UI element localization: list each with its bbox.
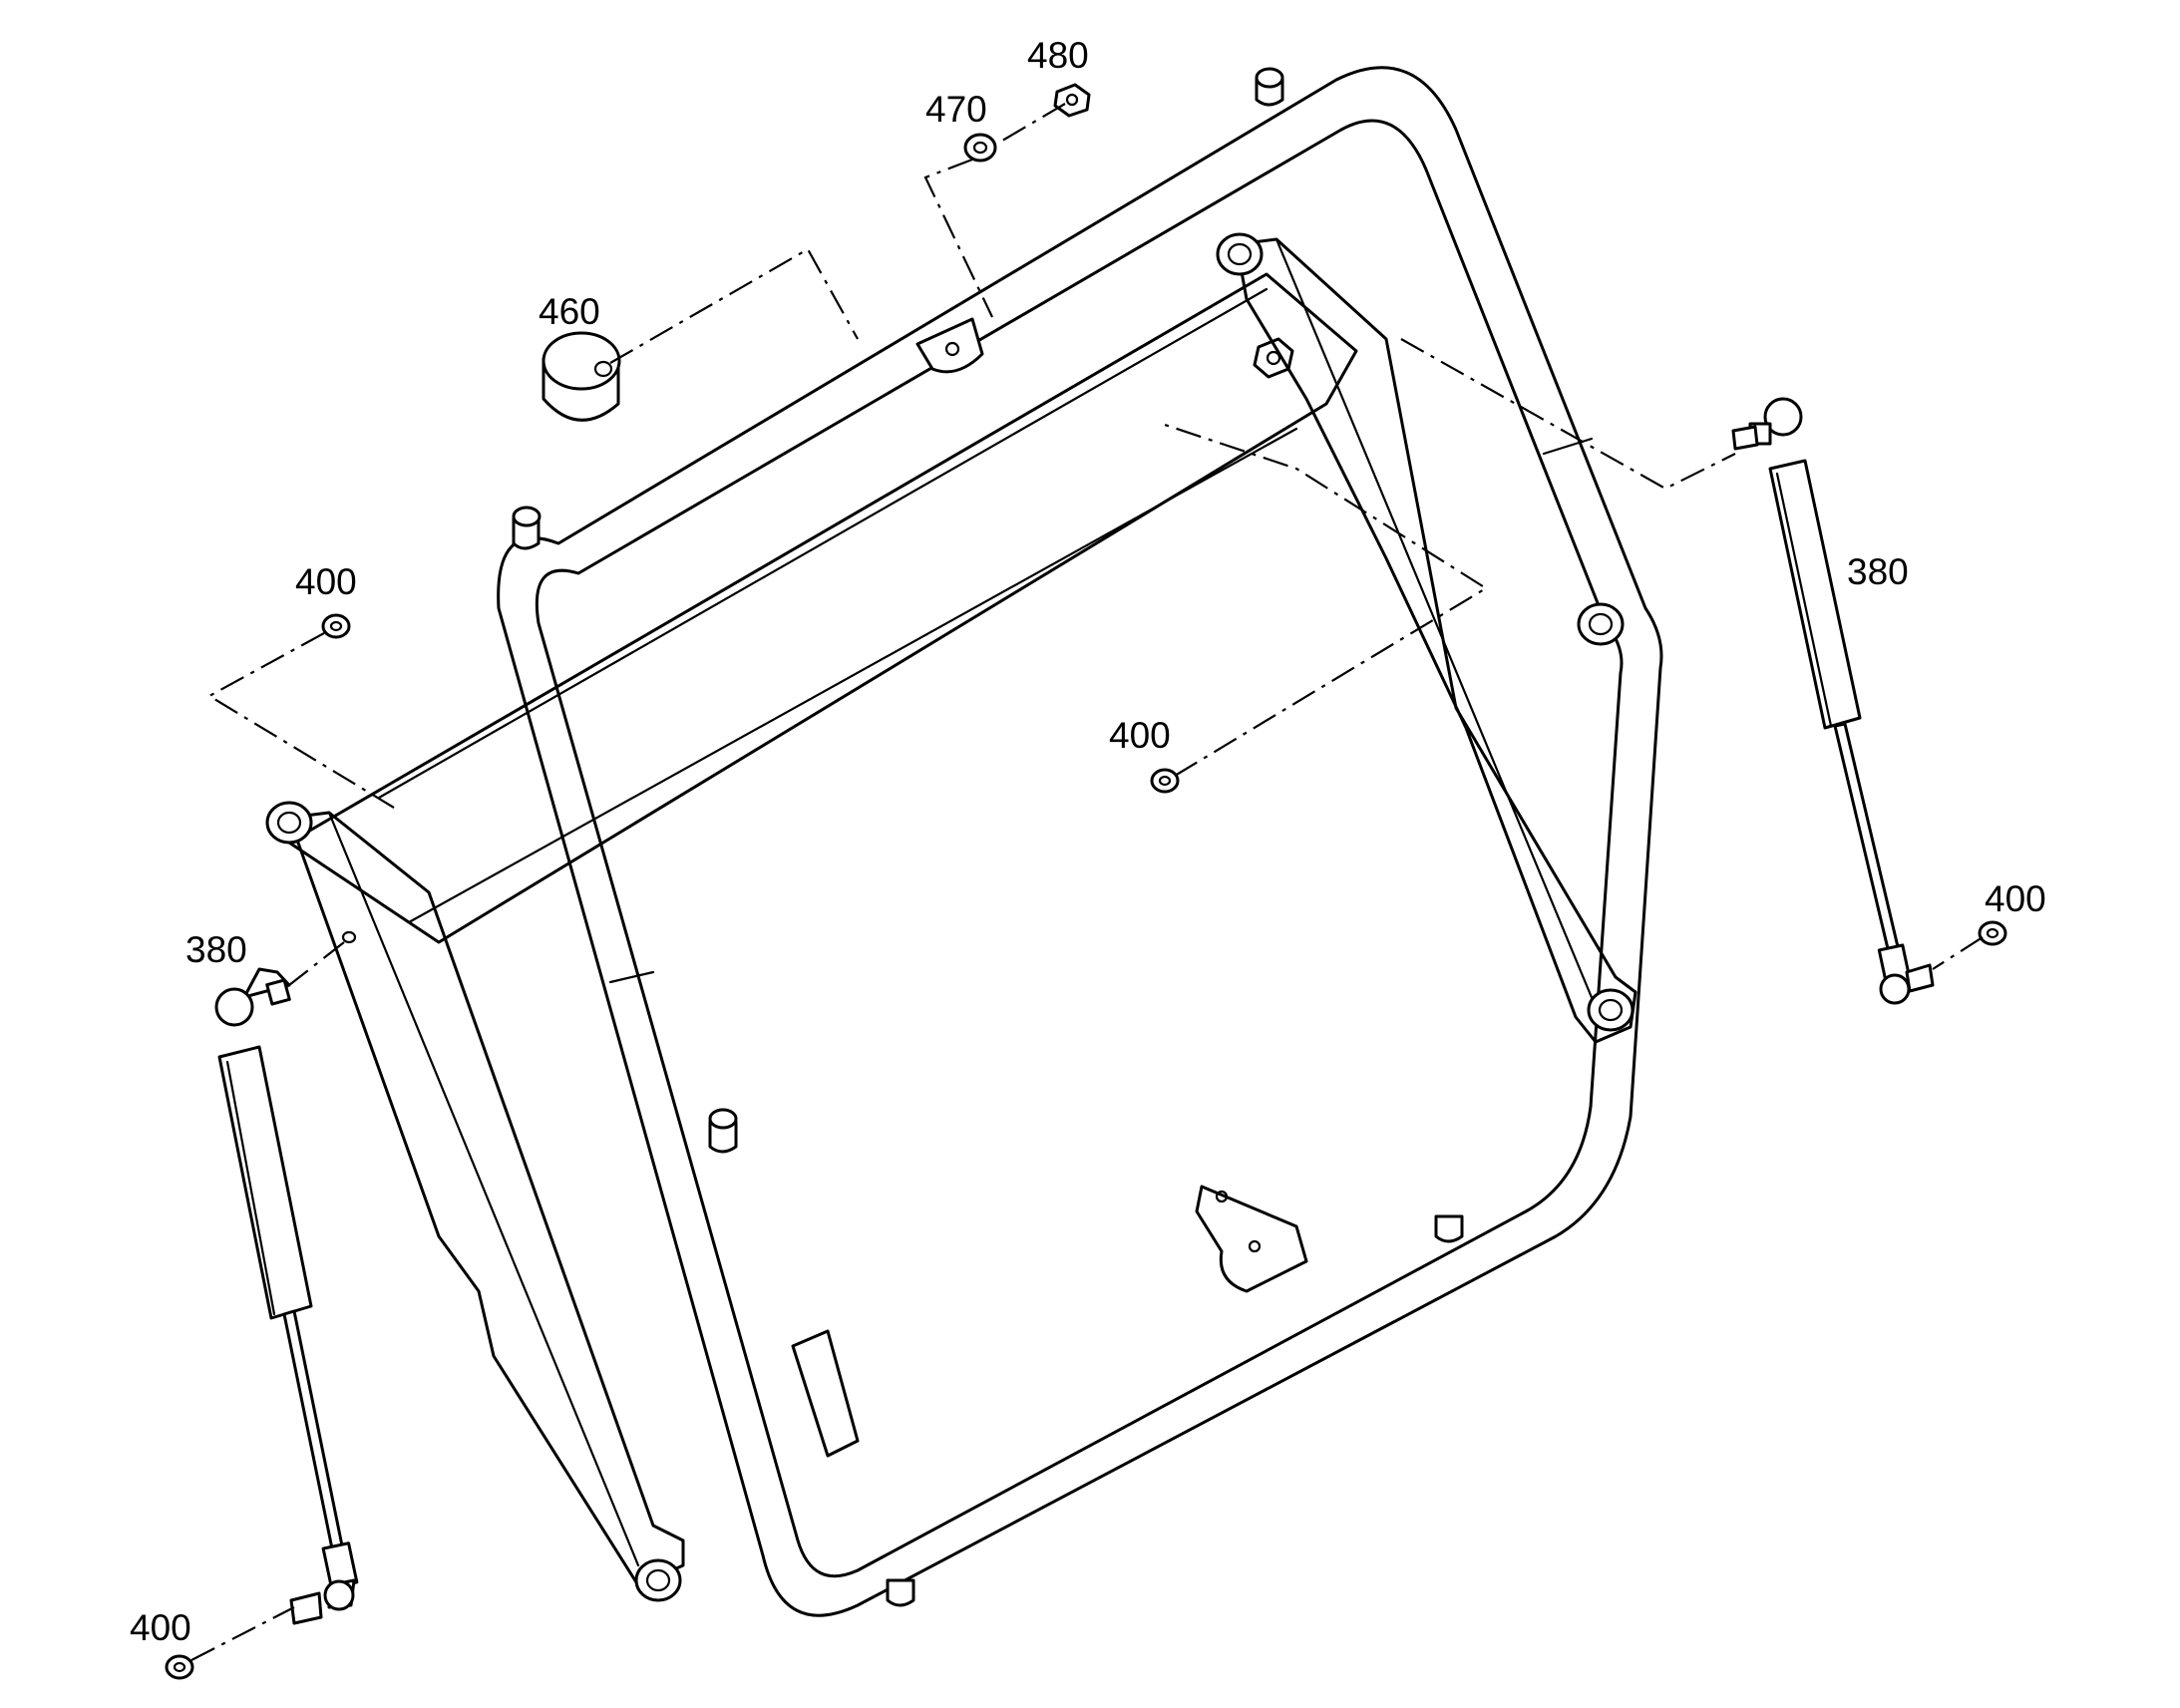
damper-cylinder bbox=[542, 331, 621, 422]
callout-labels: 480 470 460 400 380 400 380 400 400 bbox=[130, 35, 2046, 1648]
outer-frame bbox=[497, 66, 1663, 1617]
callout-400-upper-left: 400 bbox=[295, 561, 357, 602]
callout-400-right: 400 bbox=[1985, 878, 2046, 919]
callout-480: 480 bbox=[1027, 35, 1089, 76]
callout-380-left: 380 bbox=[185, 929, 247, 970]
left-gas-spring bbox=[214, 967, 359, 1625]
right-hinge-arm bbox=[1216, 232, 1637, 1044]
callout-400-bottom-left: 400 bbox=[130, 1607, 191, 1648]
callout-470: 470 bbox=[925, 89, 987, 130]
callout-460: 460 bbox=[539, 291, 600, 332]
callout-380-right: 380 bbox=[1847, 551, 1909, 592]
left-hinge-arm bbox=[265, 801, 685, 1602]
hardware bbox=[165, 83, 2007, 1680]
callout-400-center: 400 bbox=[1109, 715, 1171, 756]
cross-plate bbox=[287, 272, 1358, 944]
leader-lines bbox=[190, 103, 1984, 1661]
right-gas-spring bbox=[1731, 397, 1935, 1005]
